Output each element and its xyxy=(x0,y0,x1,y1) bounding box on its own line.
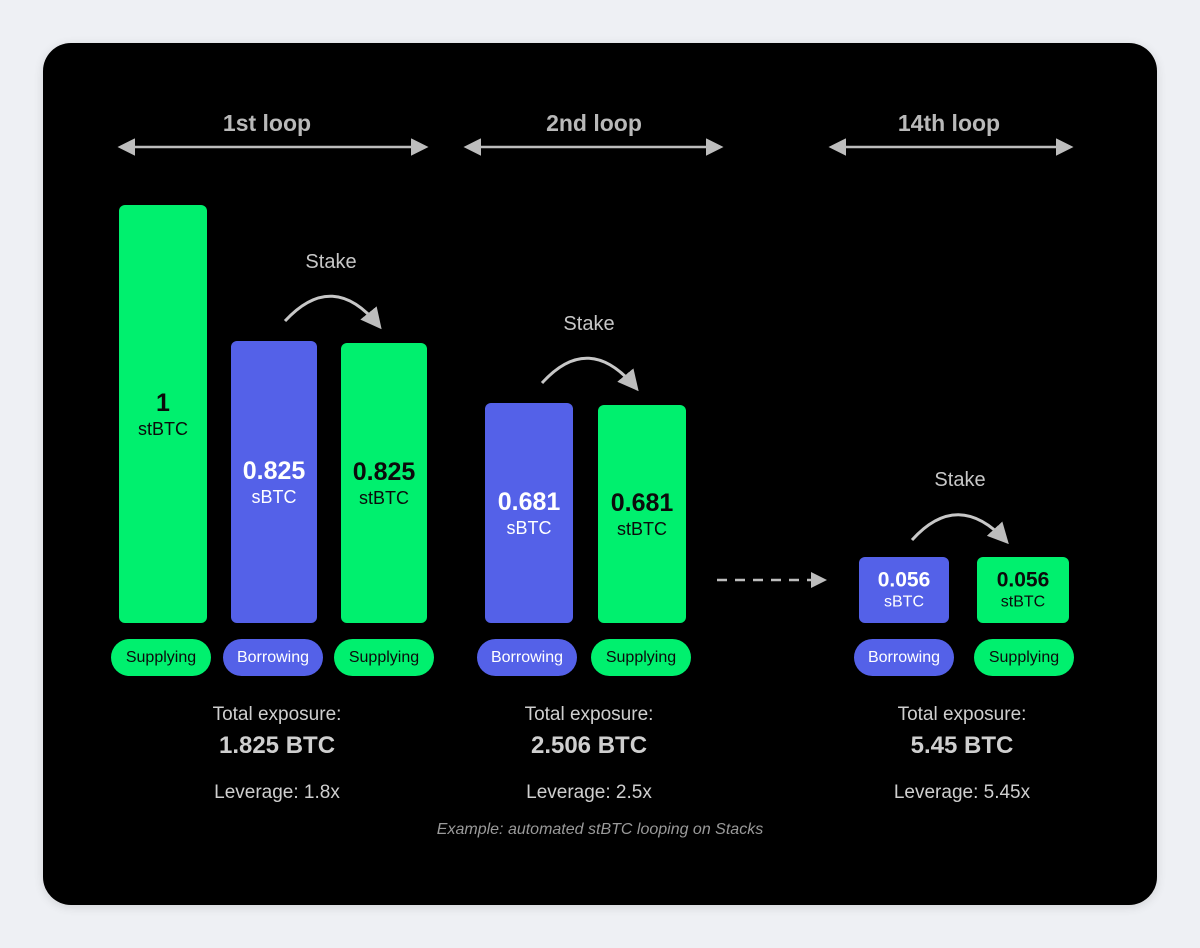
bar-value: 0.681 xyxy=(610,489,674,517)
loop-1-borrow-bar: 0.825 sBTC xyxy=(231,341,317,623)
loop-1-stake-supplying-pill: Supplying xyxy=(334,639,434,676)
stake-arrow-1 xyxy=(283,294,382,330)
total-exposure-value: 5.45 BTC xyxy=(910,732,1014,759)
bar-value: 1 xyxy=(156,389,170,417)
total-exposure-label: Total exposure: xyxy=(524,704,654,725)
bar-unit: stBTC xyxy=(1000,593,1046,611)
total-exposure-label: Total exposure: xyxy=(897,704,1027,725)
bar-unit: stBTC xyxy=(616,519,667,539)
total-exposure-value: 1.825 BTC xyxy=(218,732,336,759)
bar-unit: stBTC xyxy=(137,419,188,439)
bar-value: 0.056 xyxy=(877,568,931,592)
leverage-label: Leverage: 1.8x xyxy=(214,782,340,803)
loop-1-title: 1st loop xyxy=(222,110,312,136)
loop-14-borrowing-pill: Borrowing xyxy=(854,639,954,676)
loop-1-supply-bar: 1 stBTC xyxy=(119,205,207,623)
loop-14-title: 14th loop xyxy=(897,110,1001,136)
loop-2-supplying-pill: Supplying xyxy=(591,639,691,676)
loop-2-title: 2nd loop xyxy=(546,110,642,136)
bar-value: 0.825 xyxy=(352,458,416,486)
stake-arrow-3 xyxy=(910,513,1009,545)
stake-label-1: Stake xyxy=(305,251,357,273)
stake-label-3: Stake xyxy=(934,469,986,491)
loop-1-summary: Total exposure: 1.825 BTC Leverage: 1.8x xyxy=(147,703,407,805)
caption: Example: automated stBTC looping on Stac… xyxy=(436,821,764,838)
loop-1-supplying-pill: Supplying xyxy=(111,639,211,676)
total-exposure-value: 2.506 BTC xyxy=(530,732,648,759)
loop-1-borrowing-pill: Borrowing xyxy=(223,639,323,676)
diagram-arrows xyxy=(117,138,1074,588)
bar-unit: sBTC xyxy=(506,518,552,538)
loop-14-supplying-pill: Supplying xyxy=(974,639,1074,676)
loop-2-borrow-bar: 0.681 sBTC xyxy=(485,403,573,623)
dashed-arrow-head xyxy=(811,572,827,588)
bar-value: 0.825 xyxy=(242,457,306,485)
bar-value: 0.681 xyxy=(497,488,561,516)
stake-label-2: Stake xyxy=(563,313,615,335)
loop-14-summary: Total exposure: 5.45 BTC Leverage: 5.45x xyxy=(832,703,1092,805)
stake-arrow-2 xyxy=(540,356,639,392)
loop-2-borrowing-pill: Borrowing xyxy=(477,639,577,676)
loop-2-summary: Total exposure: 2.506 BTC Leverage: 2.5x xyxy=(459,703,719,805)
bar-unit: sBTC xyxy=(884,593,924,611)
total-exposure-label: Total exposure: xyxy=(212,704,342,725)
loop-2-supply-bar: 0.681 stBTC xyxy=(598,405,686,623)
loop-14-borrow-bar: 0.056 sBTC xyxy=(859,557,949,623)
leverage-label: Leverage: 5.45x xyxy=(893,782,1031,803)
diagram-card: 1st loop 2nd loop 14th loop Stake Stake … xyxy=(43,43,1157,905)
bar-unit: sBTC xyxy=(251,487,297,507)
bar-value: 0.056 xyxy=(996,568,1050,592)
leverage-label: Leverage: 2.5x xyxy=(526,782,652,803)
loop-14-supply-bar: 0.056 stBTC xyxy=(977,557,1069,623)
bar-unit: stBTC xyxy=(358,488,409,508)
loop-1-stake-supply-bar: 0.825 stBTC xyxy=(341,343,427,623)
